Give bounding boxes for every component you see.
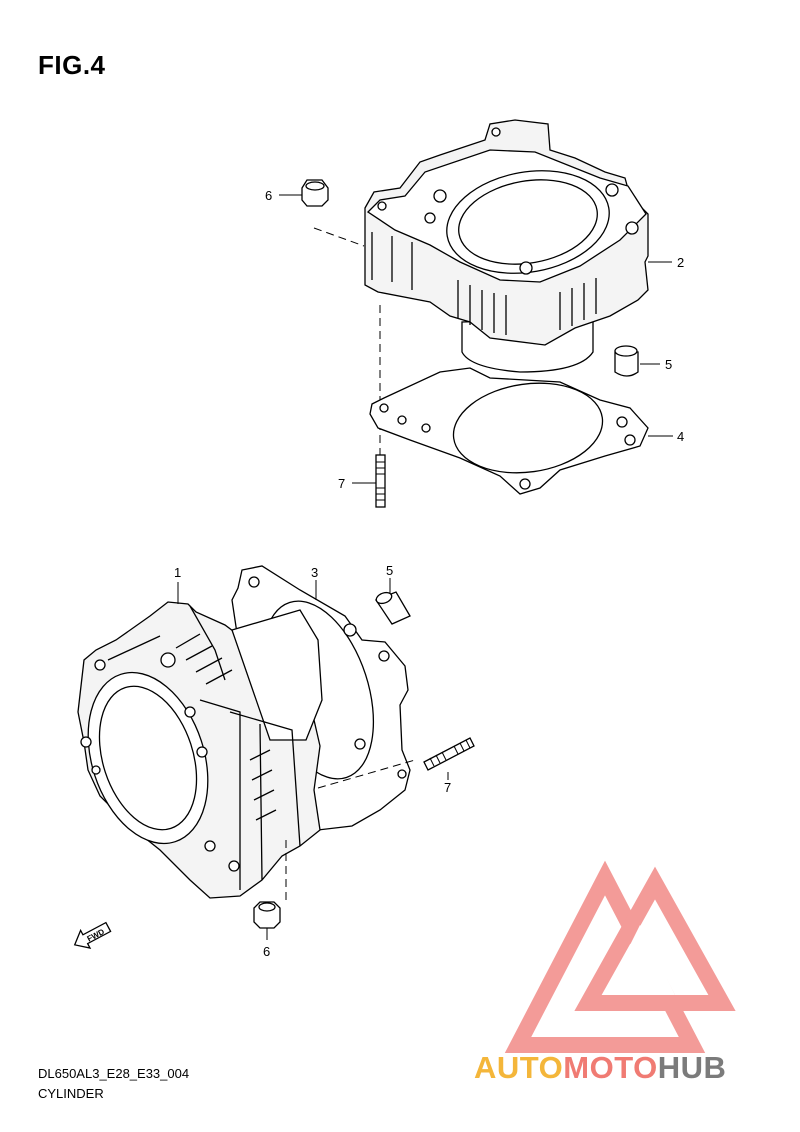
callout-1-bottom: 1 — [174, 565, 181, 580]
figure-title: FIG.4 — [38, 50, 106, 80]
footer-diagram-code: DL650AL3_E28_E33_004 — [38, 1066, 190, 1081]
callout-7-bottom: 7 — [444, 780, 451, 795]
callout-6-top: 6 — [265, 188, 272, 203]
callout-3-bottom: 3 — [311, 565, 318, 580]
nut-bottom — [253, 901, 281, 929]
footer-diagram-name: CYLINDER — [38, 1086, 104, 1101]
stud-bolt-top — [375, 454, 386, 508]
callout-4-top: 4 — [677, 429, 684, 444]
callout-2-top: 2 — [677, 255, 684, 270]
callout-5-bottom: 5 — [386, 563, 393, 578]
callout-6-bottom: 6 — [263, 944, 270, 959]
dowel-pin-bottom — [375, 591, 411, 625]
watermark-part-moto: MOTO — [563, 1050, 658, 1085]
stud-bolt-bottom — [423, 737, 475, 771]
base-gasket-top — [369, 367, 649, 495]
bottom-cylinder-assembly — [77, 565, 475, 940]
watermark-part-hub: HUB — [657, 1050, 727, 1085]
dowel-pin-top — [614, 345, 639, 377]
callout-7-top: 7 — [338, 476, 345, 491]
top-cylinder-assembly — [279, 119, 673, 508]
watermark-logo-icon — [504, 860, 736, 1053]
fwd-arrow-icon: FWD — [73, 921, 112, 949]
watermark-part-auto: AUTO — [474, 1050, 564, 1085]
watermark-text: AUTOMOTOHUB — [474, 1050, 726, 1086]
nut-top — [301, 179, 329, 207]
callout-5-top: 5 — [665, 357, 672, 372]
